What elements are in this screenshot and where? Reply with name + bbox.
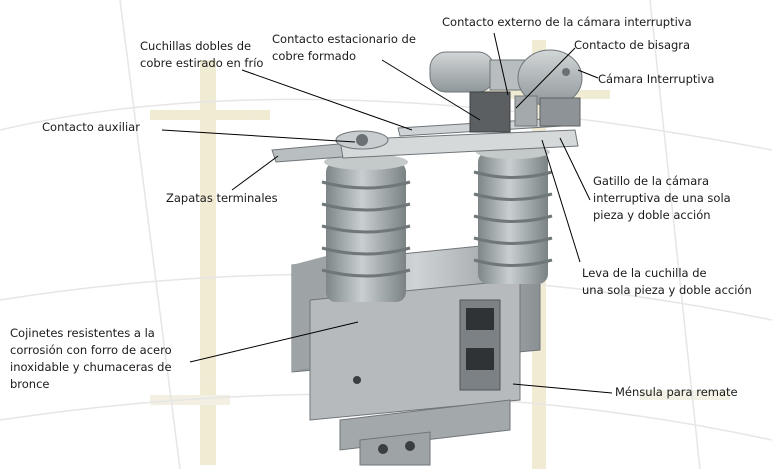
interrupting-chamber (429, 49, 583, 133)
leader-contacto-externo (493, 32, 509, 96)
leader-camara (577, 69, 599, 79)
label-cojinetes: Cojinetes resistentes a la corrosión con… (10, 326, 172, 391)
label-contacto-auxiliar: Contacto auxiliar (42, 120, 140, 134)
label-mensula: Ménsula para remate (615, 385, 738, 399)
leader-contacto-bisagra (515, 47, 576, 109)
leader-zapatas (231, 155, 279, 191)
label-gatillo: Gatillo de la cámara interruptiva de una… (593, 174, 731, 222)
label-camara-interruptiva: Cámara Interruptiva (598, 72, 715, 86)
leader-lines (161, 32, 613, 394)
leader-cuchillas (241, 69, 413, 131)
leader-contacto-auxiliar (161, 129, 356, 143)
label-leva: Leva de la cuchilla de una sola pieza y … (582, 266, 752, 297)
label-cuchillas-dobles: Cuchillas dobles de cobre estirado en fr… (140, 39, 264, 70)
left-insulator (321, 154, 411, 302)
leader-cojinetes (189, 321, 359, 363)
label-contacto-bisagra: Contacto de bisagra (574, 38, 691, 52)
leader-leva (541, 139, 581, 263)
leader-gatillo (559, 137, 591, 201)
right-insulator (473, 145, 553, 284)
leader-contacto-estacionario (381, 59, 481, 121)
label-contacto-externo: Contacto externo de la cámara interrupti… (442, 15, 692, 29)
leader-mensula (512, 383, 613, 394)
label-contacto-estacionario: Contacto estacionario de cobre formado (272, 32, 416, 63)
label-zapatas-terminales: Zapatas terminales (166, 191, 278, 205)
